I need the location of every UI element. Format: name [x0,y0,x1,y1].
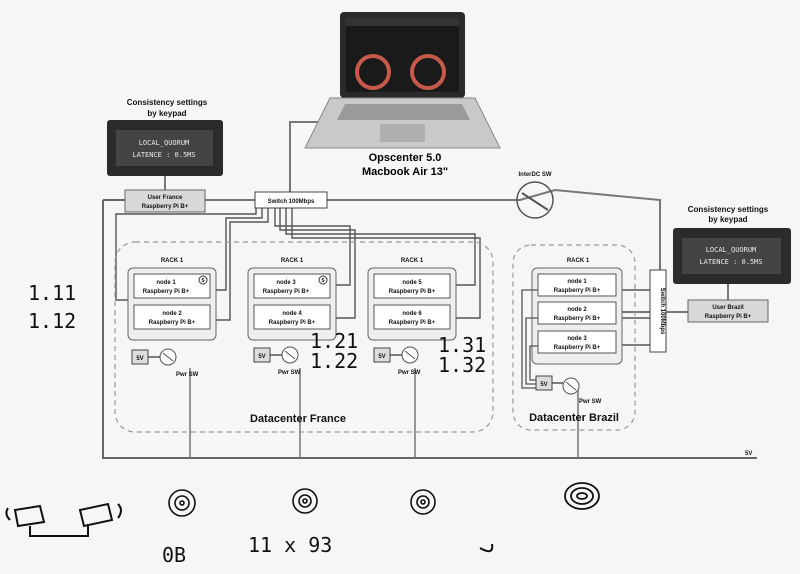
switch-brazil: Switch 100Mbps [649,269,667,353]
seed-icon [318,275,328,285]
svg-text:Switch 100Mbps: Switch 100Mbps [659,288,665,335]
datacenter-france-label: Datacenter France [250,413,346,425]
svg-text:Raspberry Pi B+: Raspberry Pi B+ [263,289,310,295]
svg-text:RACK 1: RACK 1 [281,258,304,264]
svg-text:S: S [321,278,325,284]
svg-text:Raspberry Pi B+: Raspberry Pi B+ [389,320,436,326]
svg-text:Raspberry Pi B+: Raspberry Pi B+ [554,288,601,294]
svg-text:Raspberry Pi B+: Raspberry Pi B+ [149,320,196,326]
node-card [253,273,331,299]
node-card [373,304,451,330]
psu-france-1: 5V Pwr SW [131,348,199,378]
node-card [537,273,617,297]
power-rail [102,200,757,459]
rail-5v-label: 5V [745,451,752,457]
handwritten-note-left: 0B [162,543,186,567]
svg-text:Pwr SW: Pwr SW [176,372,199,378]
node-card [537,330,617,354]
switch-main: Switch 100Mbps [254,191,328,209]
svg-text:Raspberry Pi B+: Raspberry Pi B+ [142,204,189,210]
svg-text:node 2: node 2 [162,311,182,317]
svg-text:Pwr SW: Pwr SW [278,370,301,376]
rack-france-1: RACK 1 node 1 Raspberry Pi B+ S node 2 R… [127,258,217,341]
lcd-left: LOCAL_QUORUM LATENCE : 0.5MS [107,120,223,176]
lcd-left-caption-2: by keypad [147,109,186,118]
lcd-left-caption: Consistency settings [127,98,208,107]
node-card [537,301,617,325]
svg-text:5V: 5V [540,382,547,388]
lcd-right-caption-2: by keypad [708,215,747,224]
knob-doodle-icon [292,488,318,514]
svg-text:node 3: node 3 [276,280,296,286]
ethernet-cables [115,208,481,321]
svg-text:node 5: node 5 [402,280,422,286]
handwritten-ip-3: 1.21 [310,329,358,353]
svg-text:Raspberry Pi B+: Raspberry Pi B+ [705,314,752,320]
svg-text:Raspberry Pi B+: Raspberry Pi B+ [554,345,601,351]
knob-doodle-icon [564,482,600,510]
node-card [133,273,211,299]
svg-text:RACK 1: RACK 1 [161,258,184,264]
lcd-left-line1: LOCAL_QUORUM [139,139,190,147]
handwritten-sketch [5,502,494,553]
rack-france-3: RACK 1 node 5 Raspberry Pi B+ node 6 Ras… [367,258,457,341]
svg-text:S: S [201,278,205,284]
node-card [133,304,211,330]
interdc-switch-icon [516,181,554,219]
rack-brazil: RACK 1 node 1 Raspberry Pi B+ node 2 Ras… [531,258,623,365]
svg-text:Raspberry Pi B+: Raspberry Pi B+ [389,289,436,295]
svg-text:node 1: node 1 [156,280,176,286]
laptop-model: Macbook Air 13" [362,166,448,178]
datacenter-france-boundary [114,241,494,433]
svg-text:node 3: node 3 [567,336,587,342]
psu-france-3: 5V Pwr SW [373,346,421,376]
lcd-right-line2: LATENCE : 0.5MS [699,258,762,266]
handwritten-ip-2: 1.12 [28,309,76,333]
laptop-title: Opscenter 5.0 [369,152,442,164]
seed-icon [198,275,208,285]
lcd-right-caption: Consistency settings [688,205,769,214]
lcd-right: LOCAL_QUORUM LATENCE : 0.5MS [673,228,791,284]
handwritten-note-mid: 11 x 93 [248,533,332,557]
handwritten-ip-1: 1.11 [28,281,76,305]
svg-text:User Brazil: User Brazil [712,305,744,311]
datacenter-brazil-label: Datacenter Brazil [529,412,619,424]
handwritten-ip-4: 1.22 [310,349,358,373]
rack-france-2: RACK 1 node 3 Raspberry Pi B+ S node 4 R… [247,258,337,341]
svg-text:5V: 5V [378,354,385,360]
handwritten-ip-5: 1.31 [438,333,486,357]
svg-text:RACK 1: RACK 1 [401,258,424,264]
svg-text:Pwr SW: Pwr SW [398,370,421,376]
handwritten-ip-6: 1.32 [438,353,486,377]
psu-brazil: 5V Pwr SW [535,375,602,405]
svg-text:5V: 5V [258,354,265,360]
svg-text:Pwr SW: Pwr SW [579,399,602,405]
svg-text:Raspberry Pi B+: Raspberry Pi B+ [143,289,190,295]
knob-doodle-icon [410,489,436,515]
svg-text:Switch 100Mbps: Switch 100Mbps [268,199,315,205]
laptop [304,12,501,149]
svg-text:Raspberry Pi B+: Raspberry Pi B+ [554,316,601,322]
svg-text:User France: User France [148,195,183,201]
gauge-right-icon [410,54,446,90]
svg-text:5V: 5V [136,356,143,362]
svg-text:node 1: node 1 [567,279,587,285]
user-brazil: User Brazil Raspberry Pi B+ [687,299,769,323]
knob-doodle-icon [168,489,196,517]
svg-text:node 4: node 4 [282,311,302,317]
svg-text:Raspberry Pi B+: Raspberry Pi B+ [269,320,316,326]
psu-france-2: 5V Pwr SW [253,346,301,376]
datacenter-brazil-boundary [512,244,636,431]
interdc-label: InterDC SW [519,172,552,178]
lcd-right-line1: LOCAL_QUORUM [706,246,757,254]
lcd-left-line2: LATENCE : 0.5MS [132,151,195,159]
node-card [253,304,331,330]
svg-text:RACK 1: RACK 1 [567,258,590,264]
gauge-left-icon [355,54,391,90]
user-france: User France Raspberry Pi B+ [124,189,206,213]
node-card [373,273,451,299]
svg-text:node 6: node 6 [402,311,422,317]
svg-text:node 2: node 2 [567,307,587,313]
